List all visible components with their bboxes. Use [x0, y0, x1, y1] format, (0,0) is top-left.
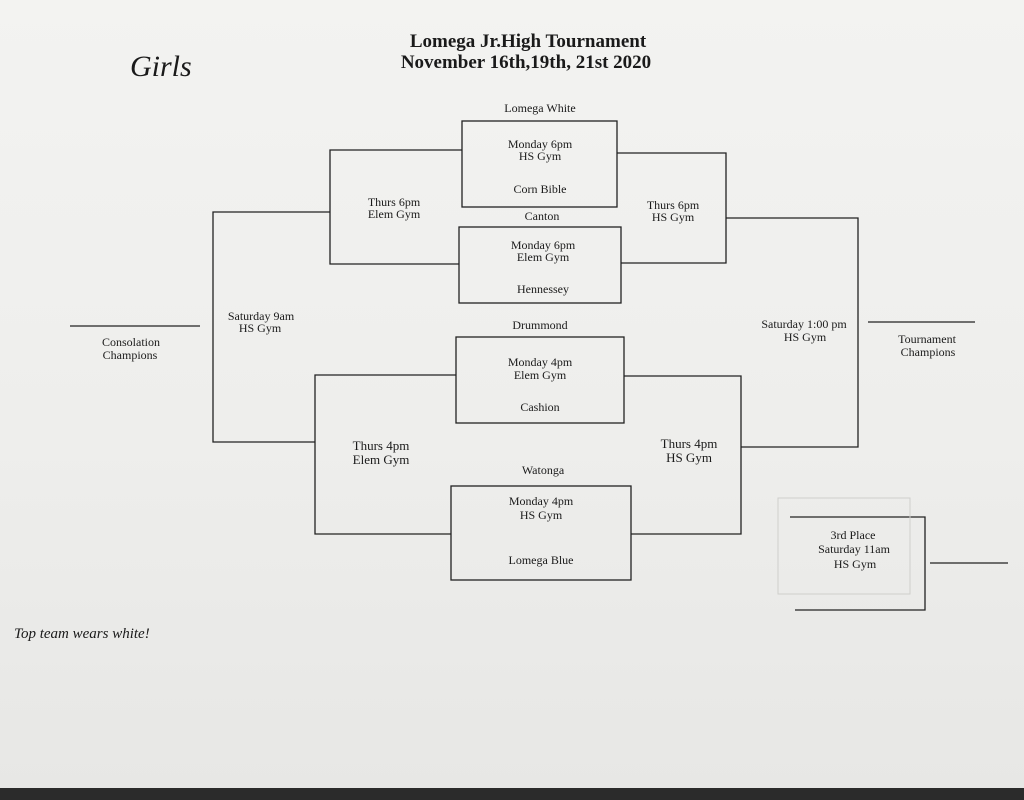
- team-name: Lomega White: [504, 101, 576, 115]
- team-name: Cashion: [520, 400, 560, 414]
- team-name: Canton: [524, 209, 560, 223]
- game-location: Elem Gym: [352, 452, 410, 467]
- team-name: Corn Bible: [513, 182, 567, 196]
- third-place-label: 3rd Place: [830, 528, 876, 542]
- game-time: Saturday 11am: [818, 542, 890, 556]
- game-location: Elem Gym: [367, 207, 421, 221]
- team-name: Watonga: [521, 463, 565, 477]
- game-location: HS Gym: [783, 330, 827, 344]
- game-location: HS Gym: [519, 508, 563, 522]
- game-location: Elem Gym: [513, 368, 567, 382]
- game-box-1: [461, 120, 618, 208]
- game-time: Monday 4pm: [507, 355, 573, 369]
- footer-note: Top team wears white!: [14, 626, 150, 642]
- game-location: HS Gym: [238, 321, 282, 335]
- game-location: HS Gym: [666, 450, 712, 465]
- game-time: Thurs 4pm: [660, 436, 718, 451]
- game-time: Thurs 4pm: [352, 438, 410, 453]
- game-box-4: [450, 485, 632, 581]
- game-location: Elem Gym: [516, 250, 570, 264]
- consolation-champions-label: Consolation: [101, 335, 161, 349]
- game-time: Monday 6pm: [507, 137, 573, 151]
- game-time: Monday 4pm: [508, 494, 574, 508]
- game-time: Thurs 6pm: [646, 198, 700, 212]
- consolation-champions-label: Champions: [102, 348, 158, 362]
- team-name: Lomega Blue: [508, 553, 574, 567]
- tournament-title: Lomega Jr.High Tournament: [409, 31, 647, 52]
- game-box-2: [458, 226, 622, 304]
- lower-winners-bracket: [624, 375, 742, 535]
- tournament-champions-label: Champions: [900, 345, 956, 359]
- team-name: Drummond: [512, 318, 568, 332]
- consolation-final-bracket: [212, 211, 330, 443]
- team-name: Hennessey: [517, 282, 569, 296]
- game-location: HS Gym: [518, 149, 562, 163]
- game-time: Monday 6pm: [510, 238, 576, 252]
- tournament-dates: November 16th,19th, 21st 2020: [400, 52, 652, 73]
- game-location: HS Gym: [651, 210, 695, 224]
- game-time: Thurs 6pm: [367, 195, 421, 209]
- desk-edge: [0, 788, 1024, 800]
- upper-consolation-bracket: [329, 149, 462, 265]
- upper-winners-bracket: [617, 152, 727, 264]
- game-time: Saturday 1:00 pm: [761, 317, 847, 331]
- third-place-bracket: [790, 516, 926, 611]
- division-label: Girls: [130, 50, 192, 83]
- tournament-champions-label: Tournament: [898, 332, 956, 346]
- game-box-3: [455, 336, 625, 424]
- game-location: HS Gym: [833, 557, 877, 571]
- championship-final-bracket: [726, 217, 859, 448]
- game-time: Saturday 9am: [227, 309, 295, 323]
- lower-consolation-bracket: [314, 374, 456, 535]
